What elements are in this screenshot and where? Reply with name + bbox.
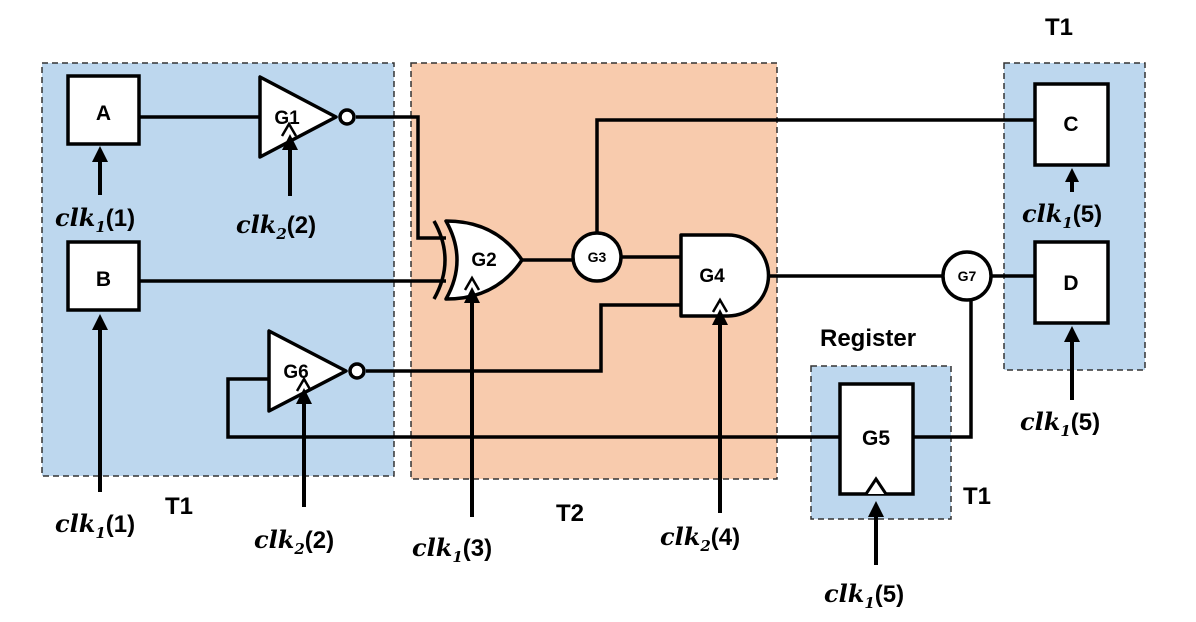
clock-label-g2-sub: 1	[452, 548, 462, 566]
register-b	[66, 240, 141, 312]
wire-g5-g7	[913, 298, 973, 439]
clock-label-g5: clk1(5)	[824, 579, 904, 612]
clock-label-g4-name: clk	[660, 522, 700, 551]
gate-g1-label: G1	[274, 108, 300, 129]
register-b-label: B	[96, 268, 111, 291]
clock-arrowhead-c	[1065, 168, 1079, 182]
clock-label-g6-name: clk	[254, 525, 294, 554]
clock-arrowhead-b	[92, 314, 108, 330]
wire-g1-g2	[356, 115, 446, 240]
node-g7-label: G7	[958, 268, 977, 284]
gate-g1-bubble	[338, 108, 356, 126]
gate-g6-bubble	[348, 362, 366, 380]
gate-g4-label: G4	[699, 266, 725, 287]
clock-label-g1: clk2(2)	[236, 210, 316, 243]
gate-g2-xor-arc	[432, 220, 447, 300]
clock-arrows	[92, 134, 1080, 565]
clock-label-d: clk1(5)	[1020, 407, 1100, 440]
register-g5-label: G5	[862, 427, 890, 450]
gate-g6-inverter	[267, 329, 348, 413]
clock-label-d-sub: 1	[1060, 422, 1070, 440]
clock-label-g6: clk2(2)	[254, 525, 334, 558]
clock-label-b-name: clk	[55, 509, 95, 538]
clock-arrowhead-g6	[296, 388, 312, 404]
clock-arrowhead-d	[1064, 326, 1080, 342]
gate-g1-clock-caret	[280, 121, 298, 137]
clock-label-g6-sub: 2	[293, 540, 304, 558]
clock-arrowhead-g2	[464, 287, 480, 303]
register-g5-clock-triangle	[864, 476, 888, 495]
clock-label-a-phase: (1)	[106, 205, 135, 232]
gate-g4-clock-caret	[711, 297, 729, 313]
clock-label-c-sub: 1	[1062, 214, 1072, 232]
clock-label-g4-sub: 2	[699, 537, 710, 555]
clock-label-g4-phase: (4)	[711, 524, 740, 551]
clock-label-g1-name: clk	[236, 210, 276, 239]
gate-g6-clock-caret	[295, 376, 313, 392]
register-d-label: D	[1063, 272, 1078, 295]
node-g3-label: G3	[588, 249, 607, 265]
register-c	[1033, 82, 1110, 167]
gate-g2-clock-caret	[463, 275, 481, 291]
clock-label-g2-phase: (3)	[463, 535, 492, 562]
wires	[139, 115, 1035, 439]
clock-label-g5-name: clk	[824, 579, 864, 608]
register-a	[66, 74, 141, 146]
clock-label-c-name: clk	[1022, 199, 1062, 228]
zone-register-t1-label: T1	[963, 483, 991, 510]
gate-g6-label: G6	[283, 362, 308, 383]
clock-label-d-phase: (5)	[1071, 409, 1100, 436]
wire-g3-c	[595, 118, 1035, 238]
gate-g2-label: G2	[471, 250, 496, 271]
register-a-label: A	[96, 102, 111, 125]
clock-label-a-name: clk	[55, 203, 95, 232]
register-d	[1033, 240, 1110, 325]
zone-middle-t2-label: T2	[556, 500, 584, 527]
clock-label-g2-name: clk	[412, 533, 452, 562]
clock-arrowhead-g5	[868, 501, 884, 517]
clock-arrowhead-g4	[712, 309, 728, 325]
clock-label-c: clk1(5)	[1022, 199, 1102, 232]
wire-g6-g4	[366, 303, 681, 373]
zone-right-t1-label: T1	[1045, 14, 1073, 41]
clock-arrowhead-g1	[282, 134, 298, 150]
gate-g2-xor-body	[444, 219, 524, 301]
gate-g1-inverter	[258, 75, 338, 159]
clock-label-g2: clk1(3)	[412, 533, 492, 566]
register-title: Register	[820, 325, 916, 352]
clock-label-g4: clk2(4)	[660, 522, 740, 555]
clock-label-a: clk1(1)	[55, 203, 135, 236]
clock-label-b: clk1(1)	[55, 509, 135, 542]
wire-g5-feedback-g6	[226, 377, 840, 439]
register-c-label: C	[1063, 113, 1078, 136]
clock-label-g6-phase: (2)	[305, 527, 334, 554]
clock-label-g1-phase: (2)	[287, 212, 316, 239]
clock-label-a-sub: 1	[95, 218, 105, 236]
clock-label-d-name: clk	[1020, 407, 1060, 436]
clock-label-g5-phase: (5)	[875, 581, 904, 608]
gate-g4-and	[679, 233, 771, 318]
clock-label-b-sub: 1	[95, 524, 105, 542]
clock-label-g5-sub: 1	[864, 594, 874, 612]
node-g3	[571, 231, 623, 283]
clock-label-b-phase: (1)	[106, 511, 135, 538]
node-g7	[941, 250, 993, 302]
clock-label-c-phase: (5)	[1073, 201, 1102, 228]
clock-label-g1-sub: 2	[275, 225, 286, 243]
zone-left-t1-label: T1	[165, 493, 193, 520]
clock-arrowhead-a	[92, 146, 108, 162]
register-g5	[838, 382, 915, 496]
